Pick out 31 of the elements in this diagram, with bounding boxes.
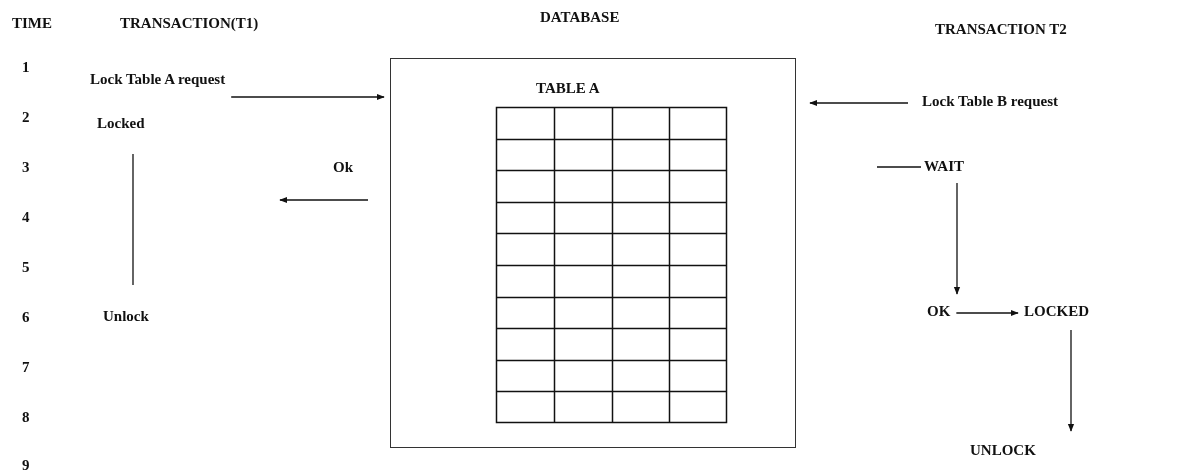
state-label: Locked (97, 114, 145, 132)
connector-line (132, 153, 134, 286)
column-heading: TRANSACTION(T1) (120, 14, 259, 32)
arrow (955, 309, 1019, 317)
database-title: DATABASE (540, 8, 620, 26)
time-step: 3 (22, 158, 30, 176)
column-heading: TRANSACTION T2 (935, 20, 1067, 38)
table-title: TABLE A (536, 79, 600, 97)
arrow (1067, 329, 1075, 432)
time-step: 8 (22, 408, 30, 426)
state-label: WAIT (924, 157, 964, 175)
time-step: 1 (22, 58, 30, 76)
request-label: Lock Table A request (90, 70, 226, 88)
arrow (279, 196, 369, 204)
time-step: 7 (22, 358, 30, 376)
time-step: 5 (22, 258, 30, 276)
request-label: Lock Table B request (922, 92, 1058, 110)
edge-label: Ok (333, 158, 353, 176)
time-step: 4 (22, 208, 30, 226)
connector-line (876, 166, 922, 168)
time-step: 2 (22, 108, 30, 126)
arrow (953, 182, 961, 295)
state-label: Unlock (103, 307, 149, 325)
state-label: LOCKED (1024, 302, 1089, 320)
time-step: 9 (22, 456, 30, 474)
state-label: UNLOCK (970, 441, 1036, 459)
state-label: OK (927, 302, 951, 320)
time-step: 6 (22, 308, 30, 326)
column-heading: TIME (12, 14, 52, 32)
arrow (230, 93, 385, 101)
arrow (809, 99, 909, 107)
